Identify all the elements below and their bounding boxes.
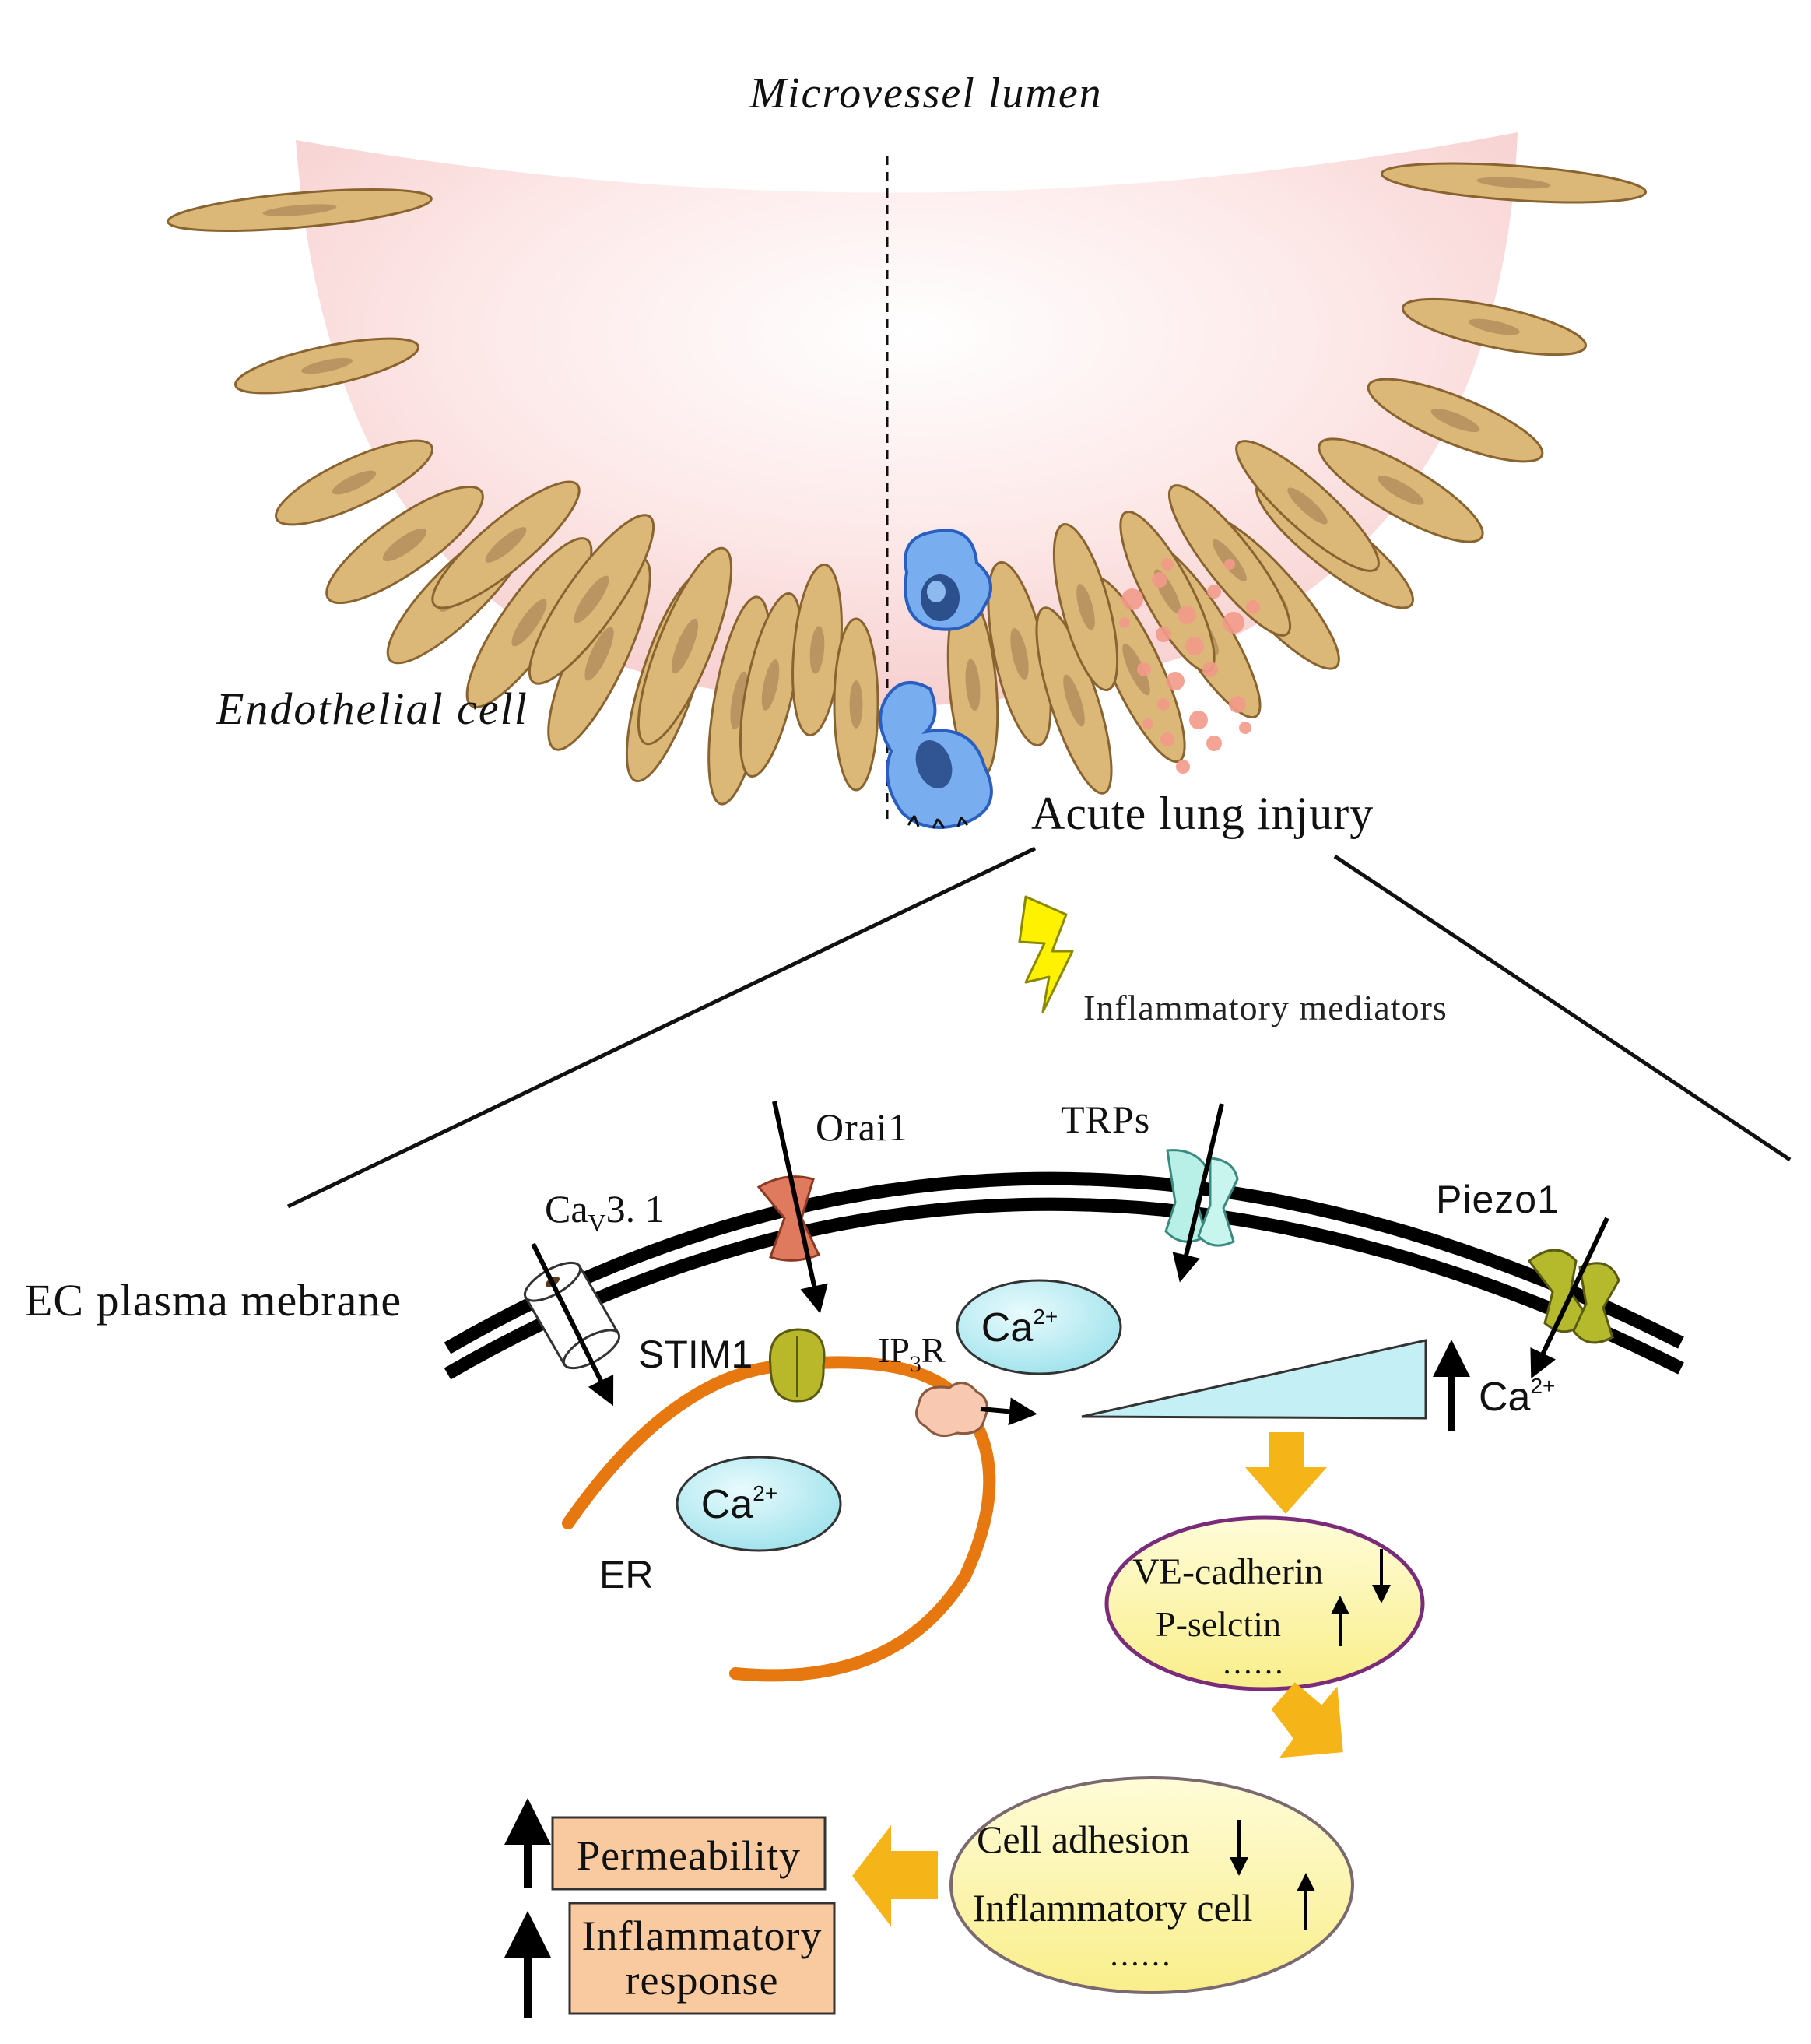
endothelial-cell [1318,437,1484,543]
endothelial-cell-label: Endothelial cell [216,683,528,734]
endothelial-cell [1367,378,1544,463]
endothelial-cell [637,546,733,746]
mediator-particle [1202,662,1218,677]
cellular-outcome-ellipse [949,1776,1354,1994]
flow-arrow-1 [1245,1432,1327,1514]
lumen-area [296,132,1518,707]
ca-ion-er: Ca2+ [676,1456,842,1552]
endothelial-cell [1035,606,1113,795]
flow-arrow-3 [852,1825,938,1926]
orai1-channel [756,1101,828,1314]
leukocyte-lower [879,681,993,829]
p-selectin-label: P-selctin [1156,1604,1281,1644]
molecular-change-ellipse [1104,1515,1425,1691]
permeability-box [551,1816,827,1891]
endothelial-cell [1235,440,1380,572]
inflammatory-particles [1119,558,1260,774]
zoom-line-right [1333,854,1792,1162]
inflammatory-cell-label: Inflammatory cell [973,1886,1253,1930]
endothelial-cell [1401,297,1588,356]
mediator-particle [1229,696,1246,713]
endothelial-cell [528,514,655,685]
mediator-particle [1121,588,1143,610]
endothelial-cell [791,563,843,737]
mediator-particle [1185,637,1204,655]
stim1-label: STIM1 [638,1333,753,1376]
endothelial-cell [739,592,802,778]
er-label: ER [599,1553,653,1596]
mediator-particle [1152,572,1167,588]
mediator-particle [1161,558,1174,571]
orai1-label: Orai1 [816,1105,908,1149]
permeability-label: Permeability [577,1832,801,1879]
flow-arrow-2 [1271,1682,1343,1758]
mediator-particle [1142,718,1153,729]
mediator-particle [1223,612,1244,634]
mediator-particle [1246,600,1260,614]
cav31-channel [523,1242,621,1407]
ca-rise-label: Ca2+ [1479,1374,1555,1420]
ca-increase-wedge [1081,1339,1427,1420]
mediator-particle [1156,627,1171,642]
mediator-particle [1137,662,1151,676]
mediator-particle [1157,698,1170,711]
endothelial-cell [1052,522,1119,692]
ca-ion-cytosol: Ca2+ [956,1279,1122,1375]
cav31-label: CaV3. 1 [545,1187,665,1237]
ellipse1-ellipsis: …… [1222,1645,1284,1681]
zoom-line-left [286,846,1037,1209]
trps-label: TRPs [1061,1098,1150,1141]
endothelial-cell [325,485,484,605]
membrane-label: EC plasma mebrane [25,1275,402,1326]
ip3r-label: IP3R [878,1330,946,1377]
mediator-particle [1119,617,1130,628]
inflammatory-response-box [568,1902,836,2015]
trps-channel [1164,1103,1239,1283]
mediator-particle [1207,585,1221,599]
membrane-outer [444,1171,1684,1354]
lightning-bolt-icon [1018,895,1074,1013]
leukocyte-upper [904,529,992,631]
inflammatory-mediators-label: Inflammatory mediators [1083,988,1448,1027]
endothelial-cell [833,617,879,792]
mediator-particle [1189,711,1208,729]
inflammatory-label: Inflammatory [582,1912,823,1959]
mediator-particle [1166,672,1185,690]
ip3r-receptor [915,1382,1037,1438]
acute-lung-injury-label: Acute lung injury [1031,788,1374,839]
endothelial-cell [1380,162,1648,204]
response-label: response [626,1957,779,2004]
membrane-inner [444,1197,1684,1380]
endothelial-cell [431,480,581,609]
piezo1-label: Piezo1 [1436,1178,1560,1221]
endothelial-cell [275,439,433,526]
svg-text:Ca2+: Ca2+ [701,1481,777,1527]
endothelial-cell [234,337,419,395]
mediator-particle [1176,760,1190,774]
mediator-particle [1178,606,1196,624]
mediator-particle [1224,559,1235,570]
mediator-particle [1206,736,1222,751]
endothelial-wall [167,162,1648,806]
lumen-label: Microvessel lumen [749,69,1102,118]
ellipse2-ellipsis: …… [1109,1937,1171,1972]
mediator-particle [1239,722,1251,734]
endothelial-cell [167,188,433,232]
stim1-protein [768,1328,826,1403]
svg-text:Ca2+: Ca2+ [981,1305,1058,1350]
piezo1-channel [1527,1217,1620,1379]
cell-adhesion-label: Cell adhesion [977,1817,1190,1861]
ve-cadherin-label: VE-cadherin [1132,1551,1323,1593]
mediator-particle [1160,732,1174,746]
